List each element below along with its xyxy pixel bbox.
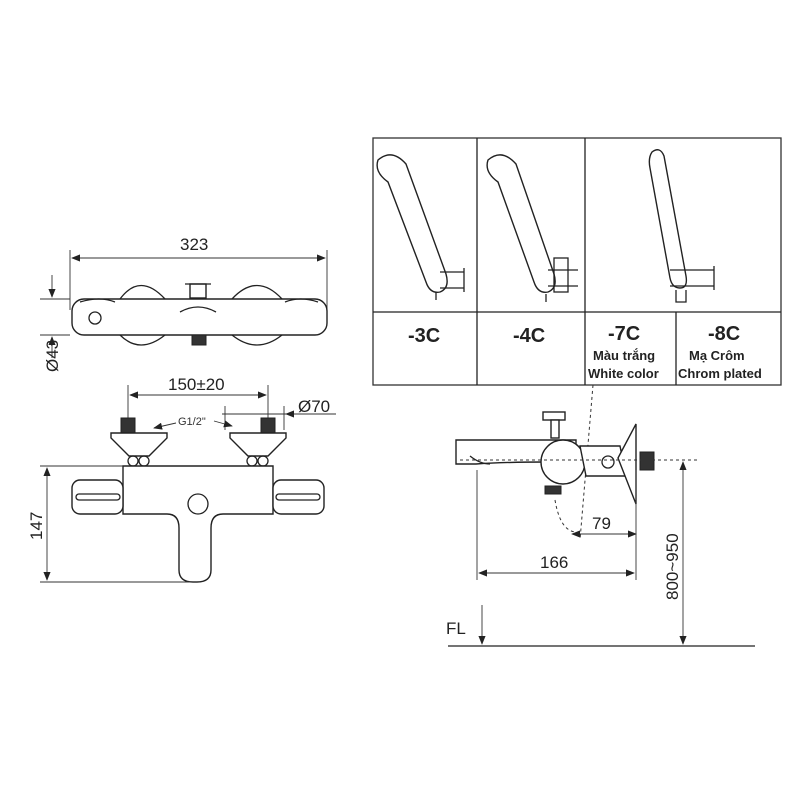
variant-code-8c: -8C — [708, 323, 740, 345]
dim-79: 79 — [592, 514, 611, 533]
variant-8c-note-en: Chrom plated — [678, 366, 762, 381]
variant-code-4c: -4C — [513, 325, 545, 347]
hand-shower-4c-image — [486, 154, 578, 302]
top-view: 150±20 Ø70 G1/2" 147 — [27, 375, 336, 583]
thread-label: G1/2" — [178, 416, 206, 428]
side-view: 79 166 800~950 FL — [446, 384, 755, 647]
width-dimension: 323 — [180, 235, 208, 254]
hand-shower-7c-8c-image — [648, 149, 715, 303]
floor-label: FL — [446, 619, 466, 638]
variant-7c-note-vi: Màu trắng — [593, 348, 655, 363]
variant-7c-note-en: White color — [588, 366, 659, 381]
variant-code-3c: -3C — [408, 325, 440, 347]
height-dimension: 147 — [27, 512, 46, 540]
front-view: 323 Ø43 — [40, 235, 328, 372]
hand-shower-3c-image — [376, 154, 465, 300]
flange-dimension: Ø70 — [298, 397, 330, 416]
variant-8c-note-vi: Mạ Crôm — [689, 348, 745, 363]
variant-code-7c: -7C — [608, 323, 640, 345]
dim-166: 166 — [540, 553, 568, 572]
diameter-dimension: Ø43 — [43, 340, 62, 372]
height-range-dimension: 800~950 — [663, 533, 682, 600]
variant-table: -3C -4C -7C -8C Màu trắng White color Mạ… — [372, 137, 782, 386]
spacing-dimension: 150±20 — [168, 375, 225, 394]
